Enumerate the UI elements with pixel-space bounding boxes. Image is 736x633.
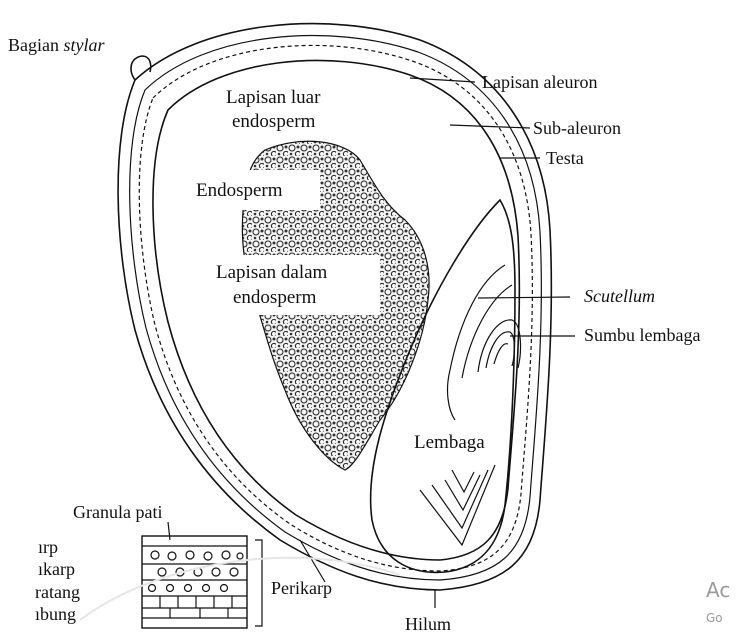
radicle-v-1 (420, 465, 495, 545)
label-perikarp: Perikarp (271, 578, 332, 598)
leader-subaleuron (450, 125, 530, 128)
label-scutellum: Scutellum (584, 286, 655, 306)
radicle-v-2 (432, 470, 488, 528)
label-cut-2: ıkarp (38, 559, 75, 579)
embryo-axis-inner (494, 344, 508, 364)
label-hilum: Hilum (405, 614, 451, 633)
label-lapisan-luar-2: endosperm (232, 111, 316, 132)
radicle-v-4 (452, 470, 474, 492)
scutellum-inner-curve (448, 265, 505, 420)
watermark-goto: Go (706, 611, 723, 625)
label-lapisan-aleuron: Lapisan aleuron (482, 72, 597, 92)
label-endosperm: Endosperm (196, 180, 283, 201)
label-lapisan-luar-1: Lapisan luar (226, 87, 321, 108)
stylar-tip (131, 56, 151, 80)
label-cut-1: ırp (38, 537, 58, 557)
label-granula-pati: Granula pati (73, 502, 162, 522)
label-sumbu-lembaga: Sumbu lembaga (584, 325, 700, 345)
label-cut-3: ratang (35, 582, 80, 602)
label-lembaga: Lembaga (414, 432, 485, 453)
label-cut-4: ıbung (35, 604, 76, 624)
label-lapisan-dalam-2: endosperm (233, 287, 317, 308)
label-sub-aleuron: Sub-aleuron (533, 118, 621, 138)
embryo-axis-mid (486, 332, 514, 368)
label-lapisan-dalam-1: Lapisan dalam (216, 262, 328, 283)
leader-perikarp (300, 540, 325, 582)
watermark-activate: Ac (706, 578, 730, 602)
leader-scutellum (478, 297, 570, 298)
leader-aleuron (410, 78, 475, 82)
label-bagian-stylar: Bagian stylar (8, 35, 105, 55)
label-testa: Testa (546, 148, 584, 168)
granula-pati-inset (142, 522, 262, 628)
radicle-v-3 (445, 475, 480, 510)
